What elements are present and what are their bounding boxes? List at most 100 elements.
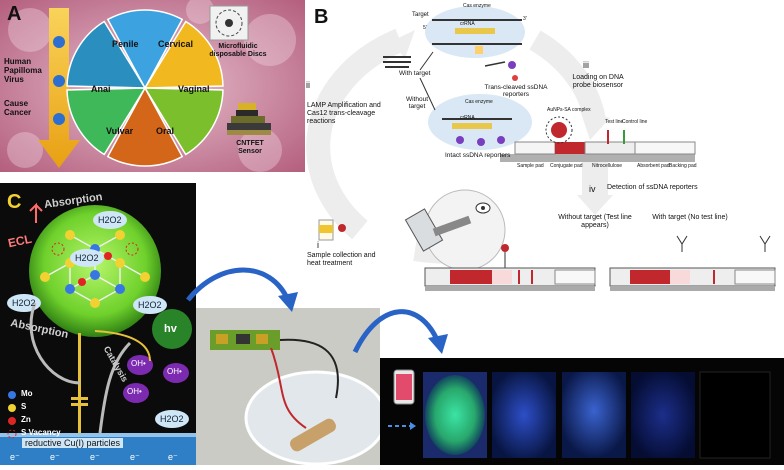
label-human: Human — [4, 57, 32, 66]
result-strip-bar — [380, 358, 784, 465]
legend-mo-label: Mo — [21, 389, 33, 398]
panel-a-letter: A — [7, 3, 22, 25]
electron-label: e⁻ — [10, 452, 20, 462]
step-iv-number: iv — [589, 184, 596, 194]
h2o2-label: H2O2 — [75, 253, 99, 263]
wheel-segment-penile — [106, 9, 184, 90]
label-virus: Virus — [4, 74, 24, 84]
strip-backing-pad-label: Backing pad — [669, 163, 697, 169]
control-line-label: Control line — [622, 119, 648, 125]
step-ii-text: LAMP Amplification and Cas12 trans-cleav… — [307, 102, 381, 125]
strip-absorbent-pad-label: Absorbent pad — [637, 163, 670, 169]
wheel-segment-oral — [106, 86, 184, 167]
h2o2-label: H2O2 — [12, 298, 36, 308]
hv-glow — [152, 309, 192, 349]
five-prime-label: 5' — [423, 25, 427, 31]
blue-dot-icon — [53, 113, 65, 125]
panel-b-letter: B — [314, 6, 329, 28]
black-wire — [279, 338, 339, 399]
oh-label: OH• — [167, 367, 182, 376]
blue-dot-icon — [53, 75, 65, 87]
panel-c-graphic — [0, 202, 196, 465]
blue-arrow-to-results — [352, 309, 441, 354]
electron-label: e⁻ — [130, 452, 140, 462]
target-label: Target — [412, 12, 429, 18]
hpv-label: Human Papilloma Virus — [4, 57, 54, 85]
cntfet-label: CNTFET Sensor — [236, 140, 264, 155]
legend-zn-dot — [8, 417, 16, 425]
magnifier-inset — [404, 189, 509, 271]
catalysis-arrow — [29, 302, 81, 385]
wheel-segment-anai — [66, 20, 147, 89]
result-image-2 — [492, 372, 556, 458]
wheel-segment-vaginal — [143, 87, 224, 156]
result-images-graphic — [388, 369, 771, 459]
result-without-target-label: Without target (Test line appears) — [558, 214, 632, 229]
segment-label-vulvar: Vulvar — [106, 126, 134, 136]
lateral-flow-strip-upper — [500, 116, 696, 162]
virus-texture — [7, 0, 296, 172]
cycle-arrow-left — [306, 28, 405, 240]
antibody-icon — [759, 235, 771, 252]
cntfet-sensor-image — [227, 103, 271, 135]
electrode-handle — [290, 418, 336, 452]
panel-c: C Absorption Absorption ECL H2O2 H2O2 H2… — [0, 183, 196, 465]
h2o2-label: H2O2 — [98, 215, 122, 225]
blue-dot-icon — [53, 36, 65, 48]
blue-arrow-to-device — [186, 267, 291, 302]
legend-zn-label: Zn — [21, 415, 31, 424]
without-target-label: Without target — [405, 96, 429, 111]
catalysis-arrow — [98, 341, 132, 434]
h2o2-bubble — [155, 410, 189, 428]
electron-label: e⁻ — [90, 452, 100, 462]
label-papilloma: Papilloma — [4, 65, 42, 75]
device-photo — [196, 308, 380, 465]
crrna-label-top: crRNA — [460, 21, 475, 27]
segment-label-cervical: Cervical — [158, 39, 194, 49]
test-line-label: Test line — [605, 119, 624, 125]
hydroxyl-radical — [163, 363, 189, 383]
result-image-5 — [699, 371, 771, 459]
dna-probe-icon — [383, 56, 411, 68]
cycle-arrow-right — [529, 30, 606, 123]
step-iv-text: Detection of ssDNA reporters — [607, 184, 698, 191]
blood-drop-icon — [338, 224, 346, 232]
strip-nitrocellulose-label: Nitrocellulose — [592, 163, 623, 169]
result-image-3 — [562, 372, 626, 458]
smartphone-icon — [393, 369, 415, 405]
electron-label: e⁻ — [168, 452, 178, 462]
segment-label-anai: Anai — [91, 84, 111, 94]
h2o2-label: H2O2 — [138, 300, 162, 310]
petri-dish — [244, 370, 380, 465]
panel-b: B Target Cas enzyme crRNA 5' 3' With tar… — [305, 0, 784, 300]
connector-arrows — [186, 267, 448, 354]
wheel-segment-vulvar — [66, 87, 147, 156]
crrna-label-bottom: crRNA — [460, 115, 475, 121]
legend-s-dot — [8, 404, 16, 412]
result-image-4 — [631, 372, 695, 458]
with-target-label: With target — [399, 70, 431, 77]
segment-label-penile: Penile — [112, 39, 139, 49]
legend-mo-dot — [8, 391, 16, 399]
result-strip-without-target — [424, 267, 596, 291]
h2o2-bubble — [133, 296, 167, 314]
step-iii-text: Loading on DNA probe biosensor — [572, 74, 624, 89]
step-i-text: Sample collection and heat treatment — [307, 252, 376, 267]
legend-vacancy-label: S Vacancy — [21, 428, 61, 437]
electron-label: e⁻ — [50, 452, 60, 462]
red-wire — [270, 347, 307, 429]
cas-enzyme-label-bottom: Cas enzyme — [465, 99, 493, 105]
oh-label: OH• — [127, 387, 142, 396]
antibody-icon — [676, 235, 688, 252]
three-prime-label: 3' — [523, 16, 527, 22]
result-strip-with-target — [609, 267, 776, 291]
h2o2-label: H2O2 — [160, 414, 184, 424]
label-cause: Cause — [4, 99, 29, 108]
hv-label: hv — [164, 323, 177, 335]
panel-c-letter: C — [7, 191, 22, 213]
legend-vacancy-dot — [7, 429, 17, 439]
yellow-down-arrow — [38, 8, 80, 168]
reductive-particles-label: reductive Cu(I) particles — [22, 438, 124, 449]
hydroxyl-radical — [127, 355, 153, 375]
step-ii-number: ii — [306, 80, 310, 90]
